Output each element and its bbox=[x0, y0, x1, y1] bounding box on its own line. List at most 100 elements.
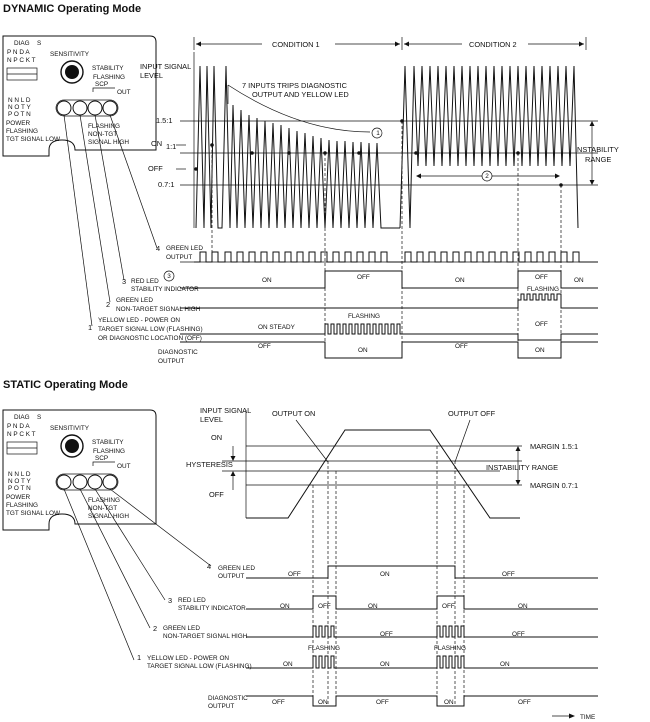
svg-text:ON: ON bbox=[518, 603, 528, 610]
svg-text:DIAG: DIAG bbox=[14, 40, 30, 47]
svg-text:NON-TARGET SIGNAL HIGH: NON-TARGET SIGNAL HIGH bbox=[163, 633, 248, 640]
knob-center bbox=[65, 65, 79, 79]
svg-text:FLASHING: FLASHING bbox=[6, 502, 38, 509]
svg-text:OFF: OFF bbox=[455, 343, 468, 350]
svg-text:N N L D: N N L D bbox=[8, 471, 31, 478]
svg-text:ON: ON bbox=[262, 277, 272, 284]
svg-text:ON STEADY: ON STEADY bbox=[258, 324, 296, 331]
note-7-inputs-2: OUTPUT AND YELLOW LED bbox=[252, 90, 349, 99]
svg-text:ON: ON bbox=[368, 603, 378, 610]
svg-text:OFF: OFF bbox=[209, 490, 224, 499]
time-label: TIME bbox=[580, 714, 595, 721]
svg-text:N O T Y: N O T Y bbox=[8, 104, 31, 111]
svg-text:OUTPUT: OUTPUT bbox=[218, 573, 244, 580]
svg-text:4: 4 bbox=[207, 562, 211, 571]
svg-text:OR DIAGNOSTIC LOCATION (OFF): OR DIAGNOSTIC LOCATION (OFF) bbox=[98, 335, 202, 342]
output-off-label: OUTPUT OFF bbox=[448, 409, 496, 418]
callout-1-marker bbox=[371, 127, 383, 139]
svg-text:FLASHING: FLASHING bbox=[6, 128, 38, 135]
svg-text:OUTPUT: OUTPUT bbox=[166, 254, 192, 261]
svg-text:ON: ON bbox=[211, 433, 222, 442]
svg-text:ON: ON bbox=[358, 347, 368, 354]
dynamic-dropline-markers bbox=[194, 119, 563, 358]
svg-text:OFF: OFF bbox=[502, 571, 515, 578]
dynamic-yellow-led-row bbox=[180, 323, 598, 341]
svg-text:OFF: OFF bbox=[272, 699, 285, 706]
led-yellow bbox=[56, 100, 72, 116]
dynamic-diagnostic-row bbox=[180, 341, 598, 359]
led-green-out bbox=[102, 100, 118, 116]
ylabel-15: 1.5:1 bbox=[156, 116, 172, 125]
svg-text:P N D A: P N D A bbox=[7, 423, 30, 430]
svg-text:2: 2 bbox=[153, 624, 157, 633]
svg-text:P O T N: P O T N bbox=[8, 111, 31, 118]
svg-text:S: S bbox=[37, 414, 41, 421]
svg-text:STABILITY INDICATOR: STABILITY INDICATOR bbox=[178, 605, 246, 612]
static-red-led-row bbox=[246, 595, 598, 610]
ylabel-off: OFF bbox=[148, 164, 163, 173]
svg-text:RED LED: RED LED bbox=[178, 597, 206, 604]
svg-text:ON: ON bbox=[535, 347, 545, 354]
svg-text:STABILITY INDICATOR: STABILITY INDICATOR bbox=[131, 286, 199, 293]
svg-text:ON: ON bbox=[380, 571, 390, 578]
svg-text:OFF: OFF bbox=[535, 274, 548, 281]
svg-text:FLASHING: FLASHING bbox=[527, 286, 559, 293]
svg-text:MARGIN 0.7:1: MARGIN 0.7:1 bbox=[530, 481, 578, 490]
svg-text:OFF: OFF bbox=[380, 631, 393, 638]
svg-text:OFF: OFF bbox=[535, 321, 548, 328]
dynamic-title: DYNAMIC Operating Mode bbox=[3, 3, 141, 15]
svg-text:RED LED: RED LED bbox=[131, 278, 159, 285]
svg-text:4: 4 bbox=[156, 244, 160, 253]
instability-range-dynamic bbox=[589, 121, 595, 185]
svg-text:OUTPUT: OUTPUT bbox=[158, 358, 184, 365]
svg-text:SENSITIVITY: SENSITIVITY bbox=[50, 51, 90, 58]
svg-text:OFF: OFF bbox=[258, 343, 271, 350]
svg-text:N P C K T: N P C K T bbox=[7, 431, 36, 438]
svg-text:OUT: OUT bbox=[117, 89, 131, 96]
svg-text:ON: ON bbox=[500, 661, 510, 668]
svg-text:GREEN LED: GREEN LED bbox=[218, 565, 255, 572]
dynamic-input-waveform bbox=[195, 65, 579, 229]
svg-text:P N D A: P N D A bbox=[7, 49, 30, 56]
note-7-inputs-1: 7 INPUTS TRIPS DIAGNOSTIC bbox=[242, 81, 348, 90]
svg-text:2: 2 bbox=[106, 300, 110, 309]
svg-text:3: 3 bbox=[168, 596, 172, 605]
svg-text:FLASHING: FLASHING bbox=[88, 123, 120, 130]
svg-text:NON-TARGET SIGNAL HIGH: NON-TARGET SIGNAL HIGH bbox=[116, 306, 201, 313]
svg-text:TGT SIGNAL LOW: TGT SIGNAL LOW bbox=[6, 136, 61, 143]
svg-text:GREEN LED: GREEN LED bbox=[166, 245, 203, 252]
svg-text:1: 1 bbox=[88, 323, 92, 332]
svg-text:N N L D: N N L D bbox=[8, 97, 31, 104]
svg-text:SIGNAL HIGH: SIGNAL HIGH bbox=[88, 513, 129, 520]
svg-text:FLASHING: FLASHING bbox=[348, 313, 380, 320]
leader-lines-static bbox=[63, 488, 212, 661]
svg-text:SENSITIVITY: SENSITIVITY bbox=[50, 425, 90, 432]
ylabel-07: 0.7:1 bbox=[158, 180, 174, 189]
svg-text:1: 1 bbox=[376, 130, 380, 137]
svg-text:FLASHING: FLASHING bbox=[93, 74, 125, 81]
svg-text:ON: ON bbox=[444, 699, 454, 706]
leader-lines-dynamic bbox=[63, 114, 158, 327]
svg-text:RANGE: RANGE bbox=[585, 155, 611, 164]
led-green-nt bbox=[72, 100, 88, 116]
svg-text:SCP: SCP bbox=[95, 455, 108, 462]
svg-text:NON-TGT: NON-TGT bbox=[88, 505, 117, 512]
condition-2-label: CONDITION 2 bbox=[469, 40, 517, 49]
hysteresis-label: HYSTERESIS bbox=[186, 460, 233, 469]
condition2-range-arrow bbox=[416, 170, 560, 182]
dynamic-green-output-row bbox=[180, 251, 598, 263]
svg-text:OFF: OFF bbox=[518, 699, 531, 706]
svg-text:S: S bbox=[37, 40, 41, 47]
svg-text:GREEN LED: GREEN LED bbox=[116, 297, 153, 304]
svg-text:OFF: OFF bbox=[318, 603, 331, 610]
svg-text:OFF: OFF bbox=[442, 603, 455, 610]
svg-text:ON: ON bbox=[574, 277, 584, 284]
svg-text:POWER: POWER bbox=[6, 494, 31, 501]
svg-text:YELLOW LED - POWER ON: YELLOW LED - POWER ON bbox=[147, 655, 229, 662]
svg-text:LEVEL: LEVEL bbox=[200, 415, 223, 424]
dynamic-green-nontarget-row bbox=[180, 293, 598, 309]
svg-text:NON-TGT: NON-TGT bbox=[88, 131, 117, 138]
svg-text:2: 2 bbox=[485, 173, 489, 180]
static-green-output-row bbox=[246, 565, 598, 579]
